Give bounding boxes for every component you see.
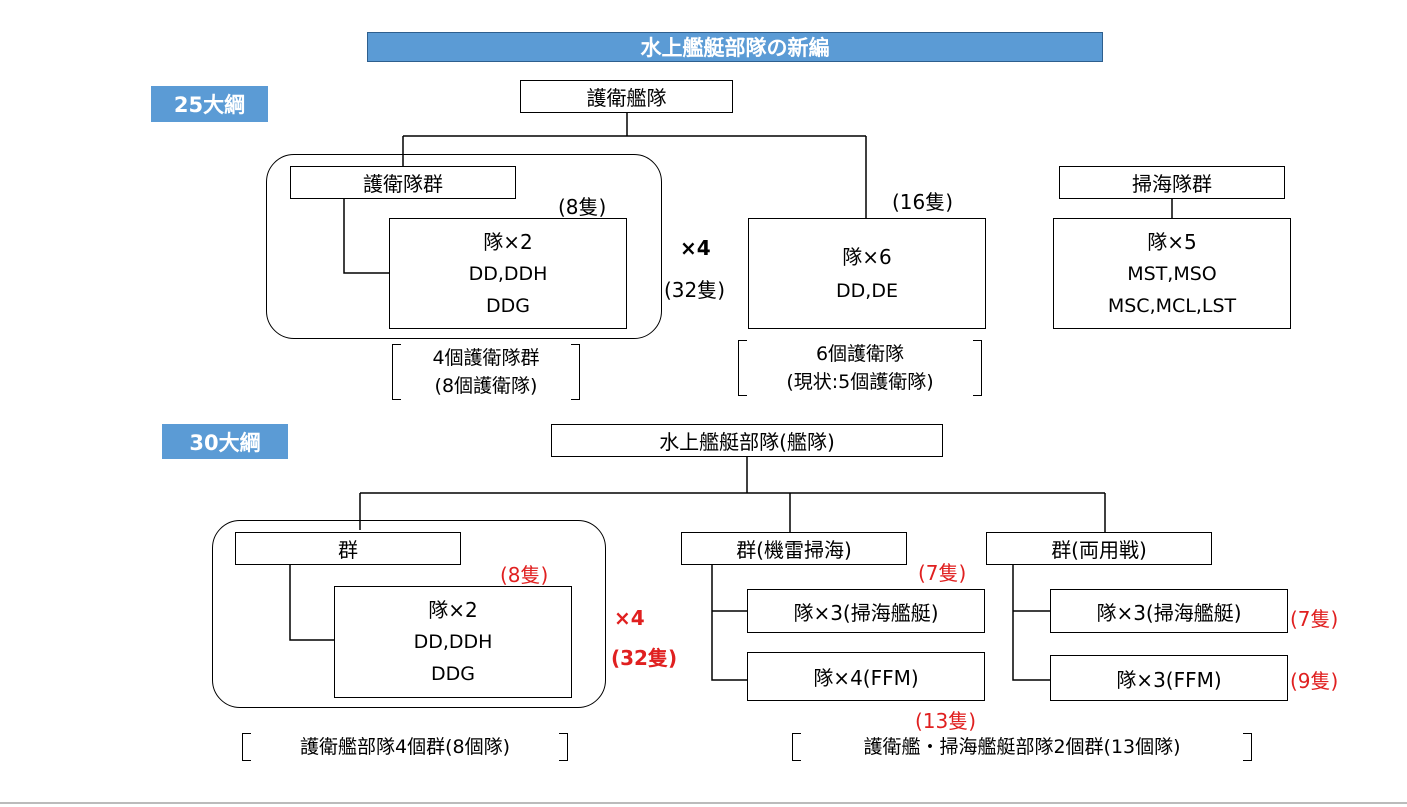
amph-div2-ships: (9隻) xyxy=(1290,669,1339,693)
note-30-right: 護衛艦・掃海艦艇部隊2個群(13個隊) xyxy=(792,733,1252,761)
bottom-divider xyxy=(0,802,1407,804)
group-division-line1: 隊×2 xyxy=(428,598,478,622)
group-division-line3: DDG xyxy=(431,663,475,685)
escort-fleet-box: 護衛艦隊 xyxy=(520,80,733,113)
mine-div1-box: 隊×3(掃海艦艇) xyxy=(747,589,985,633)
multiplier-25-ships: (32隻) xyxy=(664,278,726,302)
multiplier-25: ×4 xyxy=(680,236,711,260)
note-25-mid: 6個護衛隊 (現状:5個護衛隊) xyxy=(738,340,982,396)
page-title: 水上艦艇部隊の新編 xyxy=(367,32,1103,62)
escort-group-ships: (8隻) xyxy=(558,195,607,219)
group-division-box: 隊×2 DD,DDH DDG xyxy=(334,586,572,698)
note-25-mid-line2: (現状:5個護衛隊) xyxy=(786,371,934,393)
amph-div1-ships: (7隻) xyxy=(1290,607,1339,631)
group-box: 群 xyxy=(235,532,461,565)
mine-group-box: 群(機雷掃海) xyxy=(681,532,907,565)
escort-division-line2: DD,DDH xyxy=(468,262,548,285)
note-30-left: 護衛艦部隊4個群(8個隊) xyxy=(242,733,568,761)
multiplier-30-ships: (32隻) xyxy=(611,646,678,670)
amph-div1-box: 隊×3(掃海艦艇) xyxy=(1050,589,1288,633)
division6-line2: DD,DE xyxy=(836,279,898,302)
mine-ships: (7隻) xyxy=(918,561,967,585)
minesweep-division-line2: MST,MSO xyxy=(1127,262,1217,285)
division6-box: 隊×6 DD,DE xyxy=(748,218,986,329)
division6-ships: (16隻) xyxy=(892,190,954,214)
note-25-left: 4個護衛隊群 (8個護衛隊) xyxy=(392,344,580,400)
escort-division-line3: DDG xyxy=(486,294,530,317)
section-30-tag: 30大綱 xyxy=(162,424,288,459)
minesweep-division-line1: 隊×5 xyxy=(1147,229,1197,254)
group-ships: (8隻) xyxy=(500,563,549,587)
amph-group-box: 群(両用戦) xyxy=(986,532,1212,565)
group-outline xyxy=(212,520,606,708)
escort-division-box: 隊×2 DD,DDH DDG xyxy=(389,218,627,329)
section-25-tag: 25大綱 xyxy=(151,86,268,122)
group-division-line2: DD,DDH xyxy=(413,631,493,653)
note-25-left-line2: (8個護衛隊) xyxy=(434,375,538,397)
mine-div2-ships: (13隻) xyxy=(915,709,977,733)
minesweep-group-box: 掃海隊群 xyxy=(1059,166,1285,199)
amph-div2-box: 隊×3(FFM) xyxy=(1050,655,1288,701)
surface-fleet-box: 水上艦艇部隊(艦隊) xyxy=(551,424,943,457)
note-25-mid-line1: 6個護衛隊 xyxy=(815,343,905,365)
escort-division-line1: 隊×2 xyxy=(483,229,533,254)
mine-div2-box: 隊×4(FFM) xyxy=(747,652,985,701)
minesweep-division-line3: MSC,MCL,LST xyxy=(1107,294,1237,317)
escort-group-box: 護衛隊群 xyxy=(290,166,516,199)
multiplier-30: ×4 xyxy=(614,606,645,630)
escort-group-outline xyxy=(266,154,662,339)
note-25-left-line1: 4個護衛隊群 xyxy=(432,347,540,369)
division6-line1: 隊×6 xyxy=(842,244,892,269)
minesweep-division-box: 隊×5 MST,MSO MSC,MCL,LST xyxy=(1053,218,1291,329)
